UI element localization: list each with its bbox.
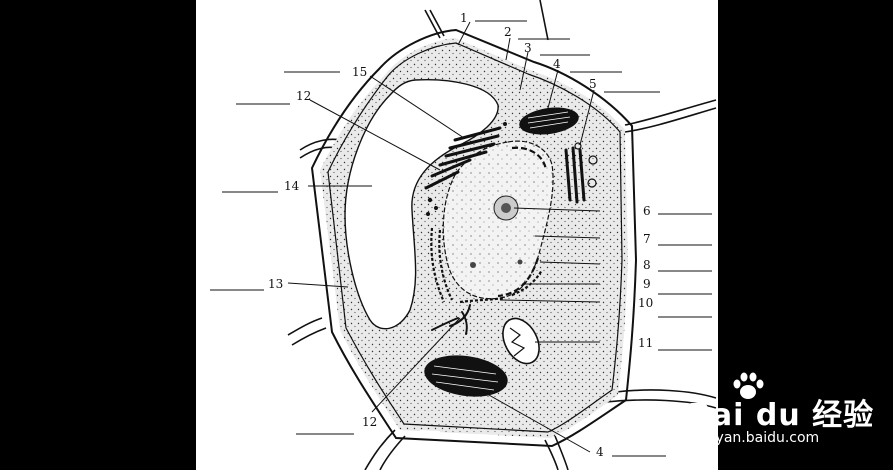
label-11: 11 (638, 336, 653, 350)
label-12-upper: 12 (296, 89, 311, 103)
central-vacuole (344, 78, 499, 330)
label-12-lower: 12 (362, 415, 377, 429)
baidu-jingyan-watermark: Bai du 经验 jingyan.baidu.com (688, 372, 888, 462)
diagram-labels: 1 2 3 4 5 15 12 14 13 6 7 8 9 10 11 12 4 (268, 11, 653, 459)
watermark-url: jingyan.baidu.com (690, 430, 820, 446)
label-15: 15 (352, 65, 367, 79)
chloroplast-lower (424, 355, 508, 397)
golgi-vesicles (426, 122, 507, 216)
cell-wall-outer (310, 28, 638, 448)
label-7: 7 (643, 232, 651, 246)
chromatin-spot (470, 262, 476, 268)
label-2: 2 (504, 25, 512, 39)
chromatin-spot (517, 259, 523, 265)
label-8: 8 (643, 258, 651, 272)
label-6: 6 (643, 204, 651, 218)
endoplasmic-reticulum (430, 227, 543, 304)
chloroplast-lower-grana (431, 365, 499, 391)
label-4-upper: 4 (553, 57, 561, 71)
mitochondrion-cristae (509, 327, 526, 357)
golgi-right-vesicles (574, 142, 598, 188)
answer-blanks (210, 20, 712, 457)
label-9: 9 (643, 277, 651, 291)
label-13: 13 (268, 277, 283, 291)
nucleus-stipple (443, 141, 554, 299)
label-1: 1 (460, 11, 468, 25)
leader-lines (287, 21, 601, 453)
neighbor-cell-walls (287, 0, 717, 470)
golgi-apparatus-right (564, 146, 586, 204)
nuclear-envelope (511, 146, 548, 171)
label-3: 3 (524, 41, 532, 55)
label-14: 14 (284, 179, 300, 193)
label-5: 5 (589, 77, 597, 91)
chloroplast-upper-grana (527, 111, 571, 129)
golgi-apparatus-upper (424, 126, 502, 190)
watermark-brand: Bai du 经验 (688, 398, 875, 433)
nucleolus-core (501, 203, 511, 213)
paw-icon (733, 372, 764, 399)
nuclear-envelope-lower (497, 257, 540, 298)
wall-pits (314, 54, 523, 439)
cell-wall-inner (327, 42, 623, 433)
label-10: 10 (638, 296, 653, 310)
er-branch-lower (431, 304, 471, 335)
chloroplast-upper (519, 107, 579, 135)
label-4-lower: 4 (596, 445, 604, 459)
